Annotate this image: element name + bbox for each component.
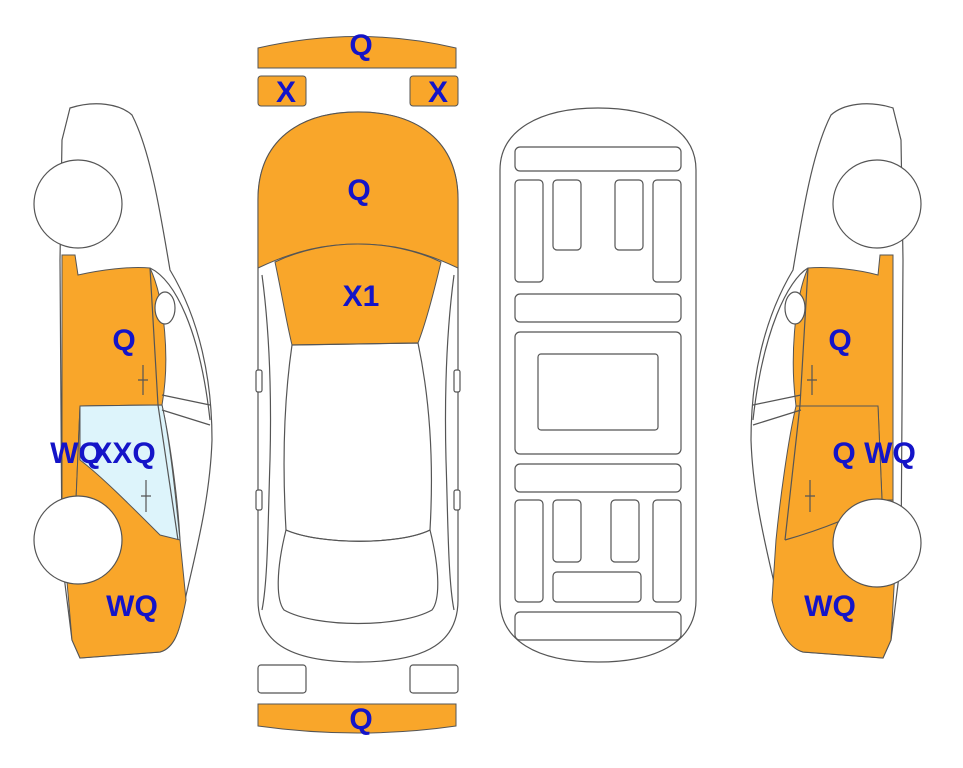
left-front-door-label: Q <box>112 324 135 357</box>
right-headlight-label: X <box>428 76 448 109</box>
rear-bumper-panel[interactable] <box>257 703 457 734</box>
left-side-front-handle <box>138 365 148 395</box>
interior-front-right-seat <box>614 179 644 251</box>
left-rear-wheel <box>33 495 123 585</box>
interior-view <box>499 107 697 663</box>
interior-rear-bench <box>552 571 642 603</box>
left-side-rear-handle <box>141 480 151 512</box>
right-side-window-line <box>752 267 809 426</box>
interior-dashboard <box>514 146 682 172</box>
interior-front-left-seat-outer <box>514 179 544 283</box>
right-headlight-panel[interactable] <box>409 75 459 107</box>
interior-rear-left-seat <box>552 499 582 563</box>
right-rear-wheel <box>832 498 922 588</box>
interior-trunk <box>514 611 682 641</box>
left-front-wheel <box>33 159 123 249</box>
interior-center-console <box>537 353 659 431</box>
top-view <box>255 36 461 734</box>
left-side-view <box>33 103 213 659</box>
right-a-pillar <box>444 274 455 611</box>
interior-rear-right-seat <box>610 499 640 563</box>
damage-labels: Q X X Q X1 Q Q WQ XXQ WQ Q Q WQ WQ <box>50 29 916 736</box>
right-side-lower-damage-panel[interactable] <box>771 405 896 659</box>
left-handle-top <box>255 489 263 511</box>
left-rear-door-label: XXQ <box>92 437 155 470</box>
windshield-panel[interactable] <box>274 243 442 346</box>
front-bumper-label: Q <box>349 29 372 62</box>
interior-front-divider <box>514 293 682 323</box>
left-mirror-top <box>255 369 263 393</box>
right-front-fender-label: WQ <box>864 437 916 470</box>
left-rear-quarter-label: WQ <box>106 590 158 623</box>
left-front-fender-label: WQ <box>50 437 102 470</box>
right-front-wheel <box>832 159 922 249</box>
windshield-label: X1 <box>343 280 380 313</box>
right-side-rear-handle <box>805 480 815 512</box>
right-side-front-handle <box>807 365 817 395</box>
right-front-door-label: Q <box>828 324 851 357</box>
front-bumper-panel[interactable] <box>257 36 457 69</box>
interior-rear-left-seat-outer <box>514 499 544 603</box>
interior-front-left-seat <box>552 179 582 251</box>
left-side-window-line <box>149 267 211 426</box>
right-handle-top <box>453 489 461 511</box>
left-side-rear-glass <box>79 404 181 541</box>
left-a-pillar <box>261 274 272 611</box>
right-side-mirror <box>784 291 806 325</box>
left-side-door-seam <box>149 267 179 541</box>
right-rear-quarter-label: WQ <box>804 590 856 623</box>
left-side-mirror <box>154 291 176 325</box>
left-taillight <box>257 664 307 694</box>
interior-rear-right-seat-outer <box>652 499 682 603</box>
right-mirror-top <box>453 369 461 393</box>
hood-label: Q <box>347 174 370 207</box>
left-headlight-panel[interactable] <box>257 75 307 107</box>
right-taillight <box>409 664 459 694</box>
interior-rear-divider <box>514 463 682 493</box>
right-side-view <box>750 103 922 659</box>
right-rear-door-label: Q <box>832 437 855 470</box>
rear-window <box>277 529 439 625</box>
left-headlight-label: X <box>276 76 296 109</box>
left-side-damage-panel[interactable] <box>61 254 167 501</box>
rear-bumper-label: Q <box>349 703 372 736</box>
interior-front-right-seat-outer <box>652 179 682 283</box>
